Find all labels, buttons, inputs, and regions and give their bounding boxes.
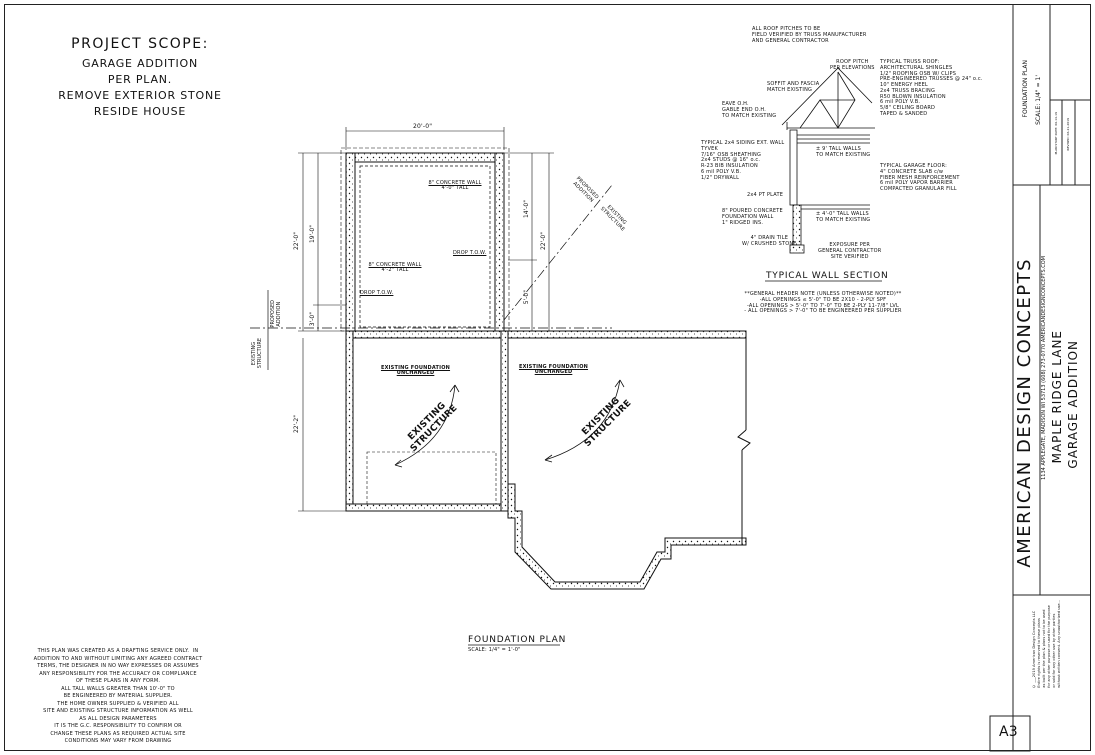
project-scope-line-4: RESIDE HOUSE [93,105,187,118]
project-name-line-1: MAPLE RIDGE LANE [1050,330,1064,464]
header-notes: **GENERAL HEADER NOTE (UNLESS OTHERWISE … [744,291,902,315]
tall-walls-9-note: ± 9' TALL WALLS TO MATCH EXISTING [816,146,871,158]
project-name-line-2: GARAGE ADDITION [1066,340,1080,469]
dim-right-outer: 22'-0" [540,232,547,251]
disclaimer-note: THIS PLAN WAS CREATED AS A DRAFTING SERV… [33,648,203,744]
dimension-lines [298,127,554,512]
sheet-title: FOUNDATION PLAN [1022,60,1029,118]
drain-tile-note: 4" DRAIN TILE W/ CRUSHED STONE [742,235,797,247]
roof-pitch-label: ROOF PITCH PER ELEVATIONS [830,59,875,71]
tall-walls-4-note: ± 4'-0" TALL WALLS TO MATCH EXISTING [816,211,871,223]
wall-section-sketch [781,67,875,254]
roof-pitch-note: ALL ROOF PITCHES TO BE FIELD VERIFIED BY… [752,26,867,44]
soffit-note: SOFFIT AND FASCIA MATCH EXISTING [767,81,820,93]
dim-right-inner: 14'-0" [523,200,530,219]
company-name: AMERICAN DESIGN CONCEPTS [1014,258,1035,568]
garage-floor-note: TYPICAL GARAGE FLOOR: 4" CONCRETE SLAB c… [880,163,960,192]
sheet-scale: SCALE: 1/4" = 1' [1035,75,1042,125]
copyright-note: © ___2019 American Design Concepts LLC E… [1032,600,1062,688]
title-block-frame [989,4,1091,752]
eave-note: EAVE O.H. GABLE END O.H. TO MATCH EXISTI… [722,101,777,119]
plan-start-date: PLAN START DATE: 06-14-19 [1054,112,1058,155]
foundation-plan-scale: SCALE: 1/4" = 1'-0" [468,647,521,653]
existing-structure-side-label: EXISTING STRUCTURE [251,338,263,369]
foundation-plan-title: FOUNDATION PLAN [468,635,567,645]
project-scope-line-3: REMOVE EXTERIOR STONE [58,89,222,102]
exposure-note: EXPOSURE PER GENERAL CONTRACTOR SITE VER… [818,242,882,260]
drop-tow-right: DROP T.O.W. [453,250,487,256]
wall-section-title: TYPICAL WALL SECTION [766,271,889,281]
drawing-sheet [4,4,1091,751]
revised-date: REVISED: 06-21-2019 [1066,118,1070,151]
sheet-number: A3 [999,724,1018,740]
siding-note: TYPICAL 2x4 SIDING EXT. WALL TYVEK 7/16"… [701,140,785,181]
dim-left-outer: 22'-0" [293,232,300,251]
pt-plate-note: 2x4 PT PLATE [747,192,784,198]
foundation-wall-note: 8" POURED CONCRETE FOUNDATION WALL 1" RI… [722,208,783,226]
project-scope-line-2: PER PLAN. [107,73,173,86]
dim-top: 20'-0" [413,123,433,130]
company-address: 1134 APPLEGATE, MADISON WI 53713 (608) 2… [1041,256,1047,480]
dim-left-inner: 19'-0" [309,225,316,244]
dim-left-small: 3'-0" [309,312,316,327]
existing-foundation [345,330,751,590]
drop-tow-left: DROP T.O.W. [360,290,394,296]
project-scope-heading: PROJECT SCOPE: [71,36,209,52]
proposed-addition-label: PROPOSED ADDITION [270,300,282,328]
truss-roof-note: TYPICAL TRUSS ROOF: ARCHITECTURAL SHINGL… [880,59,983,117]
dim-right-small: 5'-0" [523,290,530,305]
project-scope-line-1: GARAGE ADDITION [81,57,199,70]
dim-bottom-left: 22'-2" [293,415,300,434]
